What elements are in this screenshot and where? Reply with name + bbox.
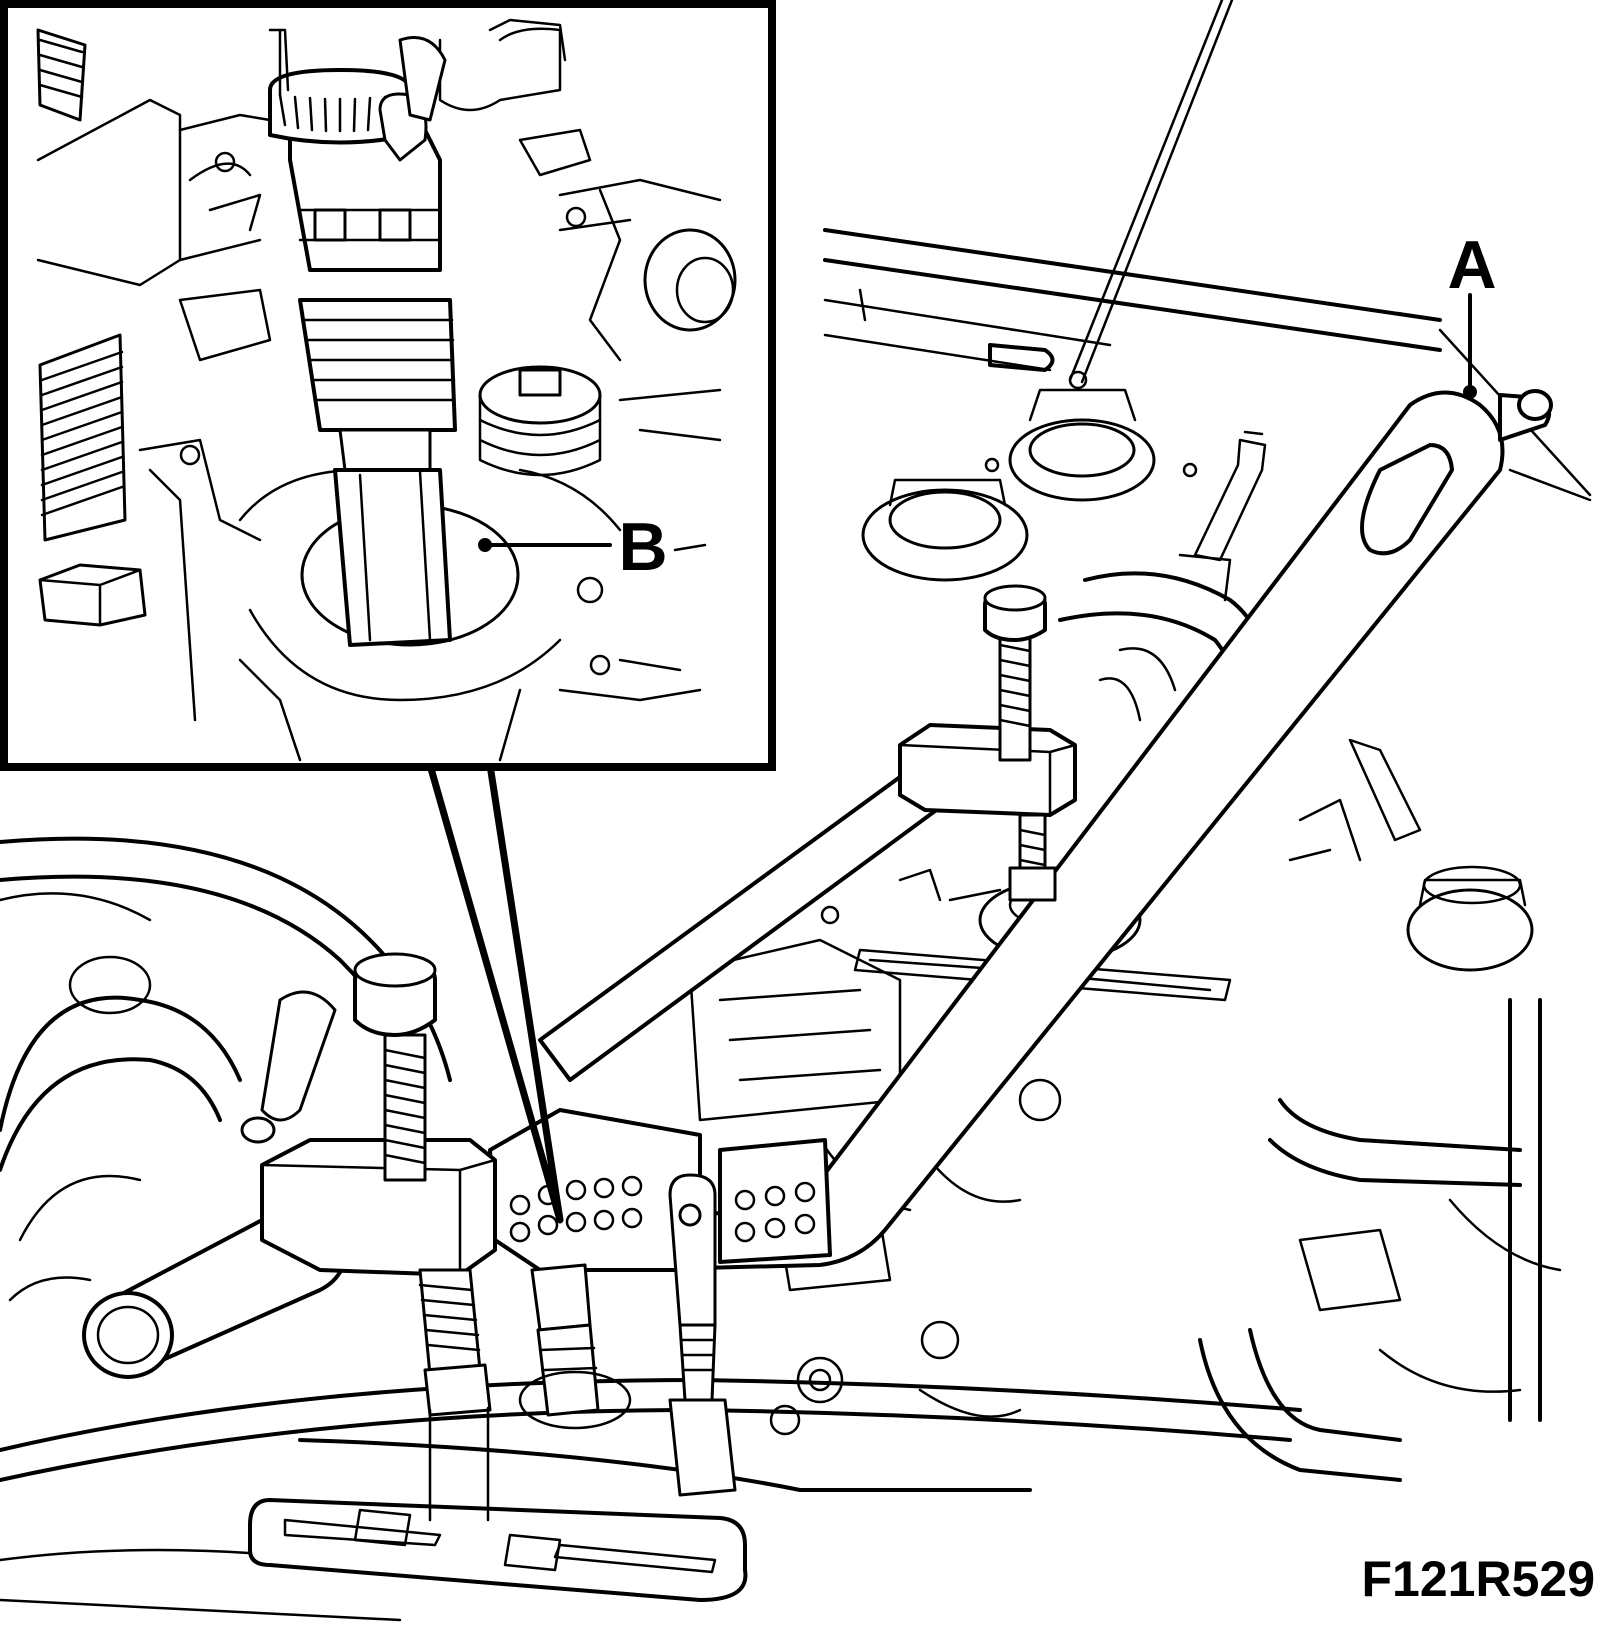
inset-engine-detail [36, 18, 737, 762]
puller-tool [82, 389, 1553, 1522]
lower-clamp-block [260, 1138, 497, 1277]
callout-a: A [1447, 227, 1497, 399]
puller-cross-bar [538, 750, 964, 1082]
inset-callout-pointer [426, 761, 564, 1224]
callout-b-dot [478, 538, 492, 552]
callout-a-dot [1463, 385, 1477, 399]
label-b: B [618, 509, 667, 585]
injector-adapter [530, 1263, 592, 1332]
inset-extractor-adapter [333, 468, 452, 647]
clevis-fork [668, 1173, 717, 1327]
inset-frame [0, 0, 776, 771]
rod-end-cap [82, 1291, 174, 1379]
detail-inset [0, 0, 776, 771]
figure-id-label: F121R529 [1362, 1551, 1596, 1607]
bar-end-knob [1360, 443, 1454, 556]
label-a: A [1447, 227, 1496, 303]
callout-b: B [478, 509, 707, 585]
